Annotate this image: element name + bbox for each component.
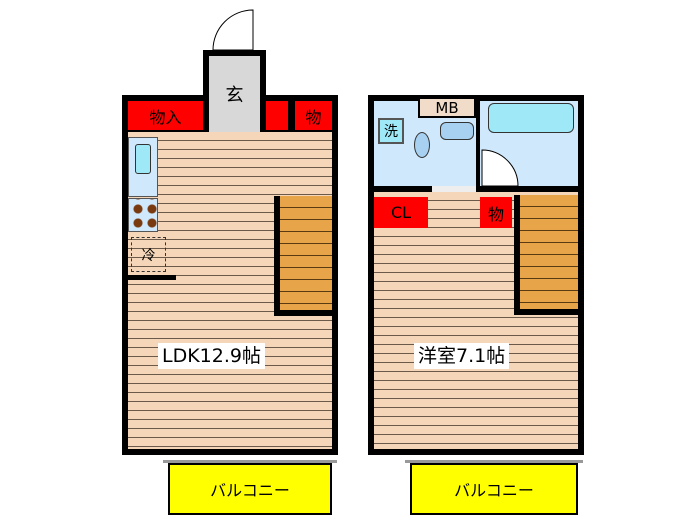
floor-2-stairs [514,195,578,315]
storage-small: 物 [295,101,332,130]
bath-door-icon [481,149,519,187]
floor-2-balcony: バルコニー [410,463,578,515]
toilet-icon [414,132,430,158]
floor-2-balcony-label: バルコニー [454,481,534,500]
floor-1-room-label: LDK12.9帖 [158,343,265,369]
storage-shoe [266,101,288,130]
wet-area-wall [374,186,578,192]
bath-wall [476,101,480,192]
floor-1-balcony-label: バルコニー [210,481,290,500]
meter-box: MB [418,97,476,118]
entrance-door-icon [212,9,254,51]
floor-2-room-label: 洋室7.1帖 [414,343,510,369]
floor-1-balcony-rail [163,460,337,463]
fridge-label: 冷 [141,247,156,264]
closet-label: CL [390,203,412,222]
washer-label: 洗 [384,124,398,140]
washer: 洗 [378,118,404,144]
storage-large: 物入 [128,101,203,130]
fridge: 冷 [131,237,166,272]
wash-basin-icon [440,122,474,140]
storage-large-label: 物入 [149,107,182,127]
floor-1-balcony: バルコニー [168,463,332,515]
stove-icon [128,198,158,232]
kitchen-partition [128,275,176,280]
kitchen-sink [128,137,158,197]
bathtub-icon [488,103,574,133]
storage-small-label: 物 [305,107,322,127]
entrance: 玄 [209,56,260,132]
floor-2-storage: 物 [480,197,512,228]
floor-2-storage-label: 物 [487,204,504,224]
floor-1-stairs [274,196,332,316]
wet-area-door [432,186,476,192]
closet: CL [374,197,428,228]
floor-2-balcony-rail [405,460,583,463]
meter-box-label: MB [435,98,459,117]
entrance-label: 玄 [225,85,244,106]
